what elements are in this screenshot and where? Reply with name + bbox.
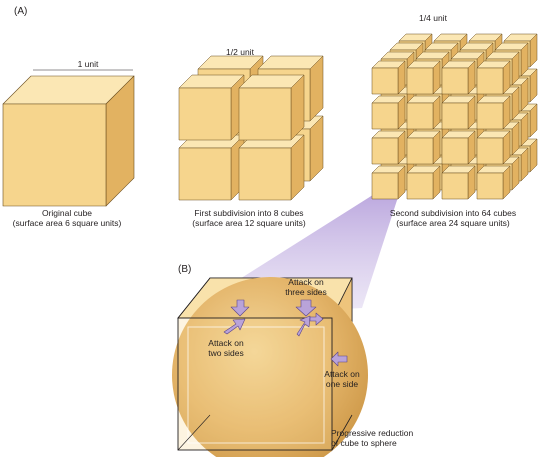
label-attack-two-line2: two sides [208, 348, 243, 358]
label-attack-one-line2: one side [326, 379, 358, 389]
sixty-four-cube [406, 95, 441, 130]
sixty-four-cube [476, 165, 511, 200]
sixty-four-cube [406, 60, 441, 95]
caption-sixtyfour-line1: Second subdivision into 64 cubes [390, 208, 516, 218]
arrows-three-sides [295, 299, 324, 337]
label-attack-two-line1: Attack on [208, 338, 244, 348]
sixty-four-cube [476, 95, 511, 130]
sixty-four-cube [476, 60, 511, 95]
sixty-four-cube [371, 130, 406, 165]
original-cube [2, 75, 135, 207]
sixty-four-cube [441, 95, 476, 130]
caption-original-line1: Original cube [42, 208, 92, 218]
unit-label-1: 1 unit [78, 59, 99, 69]
sixty-four-cube [406, 165, 441, 200]
eight-cube [238, 74, 305, 141]
arrow-one-side [330, 351, 348, 367]
panel-b-label: (B) [178, 264, 191, 275]
caption-eight-line2: (surface area 12 square units) [192, 218, 306, 228]
label-attack-three-line1: Attack on [288, 277, 324, 287]
sixty-four-cube [371, 60, 406, 95]
label-attack-three-line2: three sides [285, 287, 327, 297]
sixty-four-cube [441, 60, 476, 95]
eight-cube [178, 134, 245, 201]
caption-reduction-line2: of cube to sphere [331, 438, 397, 448]
sixty-four-cube [371, 165, 406, 200]
caption-reduction-line1: Progressive reduction [331, 428, 413, 438]
label-attack-one-line1: Attack on [324, 369, 360, 379]
eight-cube [178, 74, 245, 141]
eight-cube [238, 134, 305, 201]
sixty-four-cube [406, 130, 441, 165]
sixty-four-cube [476, 130, 511, 165]
unit-label-half: 1/2 unit [226, 47, 255, 57]
caption-original-line2: (surface area 6 square units) [13, 218, 122, 228]
unit-label-quarter: 1/4 unit [419, 13, 448, 23]
sixty-four-cube [371, 95, 406, 130]
eight-cubes [178, 55, 324, 201]
panel-a-label: (A) [14, 6, 27, 17]
caption-eight-line1: First subdivision into 8 cubes [194, 208, 303, 218]
sixty-four-cubes [371, 33, 538, 200]
sixty-four-cube [441, 165, 476, 200]
caption-sixtyfour-line2: (surface area 24 square units) [396, 218, 510, 228]
sixty-four-cube [441, 130, 476, 165]
arrows-two-sides [223, 299, 250, 335]
